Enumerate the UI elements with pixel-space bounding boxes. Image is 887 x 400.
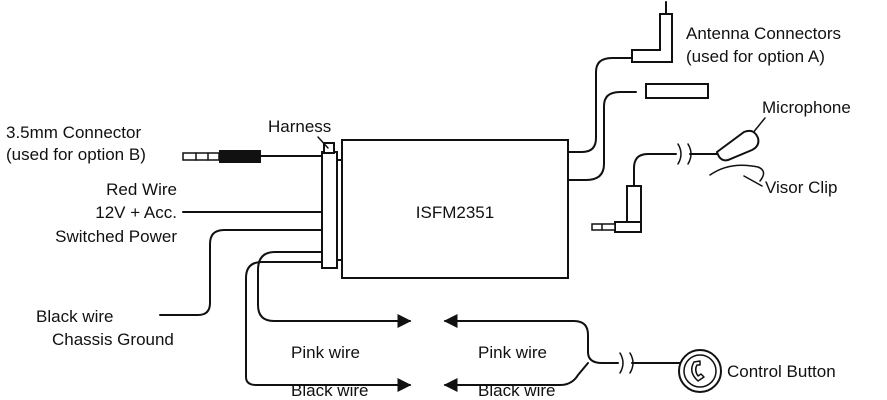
black-wire (245, 261, 412, 392)
ground-wire-label-1: Black wire (36, 307, 113, 326)
microphone-icon (715, 129, 760, 162)
device-label: ISFM2351 (416, 203, 494, 222)
antenna-cable-2 (567, 91, 637, 181)
black-wire-left-label: Black wire (291, 381, 368, 400)
connector-35mm-label-2: (used for option B) (6, 145, 146, 164)
harness-block (321, 151, 338, 269)
pink-wire (257, 251, 412, 328)
control-button-icon (678, 349, 722, 393)
harness-connector-top (323, 142, 335, 154)
antenna-cable-1 (567, 57, 633, 153)
black-wire-right-label: Black wire (478, 381, 555, 400)
ground-wire (159, 229, 323, 316)
device-box (341, 139, 569, 279)
harness-label: Harness (268, 117, 331, 136)
audio-jack-icon (182, 150, 261, 163)
pink-wire-left-label: Pink wire (291, 343, 360, 362)
red-wire-label-2: 12V + Acc. (95, 203, 177, 222)
connector-35mm-label-1: 3.5mm Connector (6, 123, 141, 142)
control-button-label: Control Button (727, 362, 836, 381)
antenna-label-2: (used for option A) (686, 47, 825, 66)
ground-wire-label-2: Chassis Ground (52, 330, 174, 349)
red-wire-label-3: Switched Power (55, 227, 177, 246)
break-mark-mic (677, 143, 692, 165)
antenna-connector-2 (645, 83, 709, 99)
red-wire-label-1: Red Wire (106, 180, 177, 199)
visor-clip-label: Visor Clip (765, 178, 837, 197)
visor-clip-icon (709, 164, 765, 182)
pink-wire-right-label: Pink wire (478, 343, 547, 362)
microphone-plug-icon (591, 185, 642, 233)
antenna-label-1: Antenna Connectors (686, 24, 841, 43)
microphone-label: Microphone (762, 98, 851, 117)
